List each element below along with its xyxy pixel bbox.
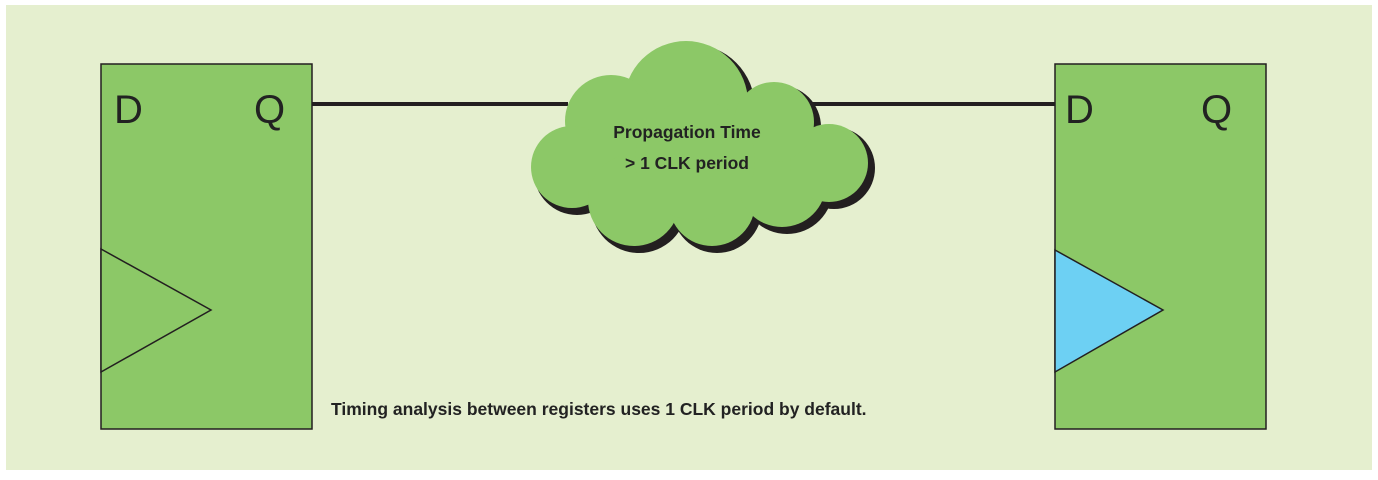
destination-register: D Q [1054,63,1267,430]
source-clock-triangle [100,247,213,374]
cloud-text-line2: > 1 CLK period [625,153,749,173]
destination-clock-triangle [1054,248,1165,374]
source-q-pin-label: Q [254,88,285,132]
destination-register-body [1054,63,1267,430]
cloud-text-line1: Propagation Time [613,122,761,142]
source-d-pin-label: D [114,88,143,132]
cloud-body [531,41,868,246]
destination-q-pin-label: Q [1201,88,1232,132]
source-register-body [100,63,313,430]
destination-d-pin-label: D [1065,88,1094,132]
source-register: D Q [100,63,313,430]
propagation-cloud: Propagation Time > 1 CLK period [531,41,875,253]
diagram-caption: Timing analysis between registers uses 1… [331,399,867,419]
